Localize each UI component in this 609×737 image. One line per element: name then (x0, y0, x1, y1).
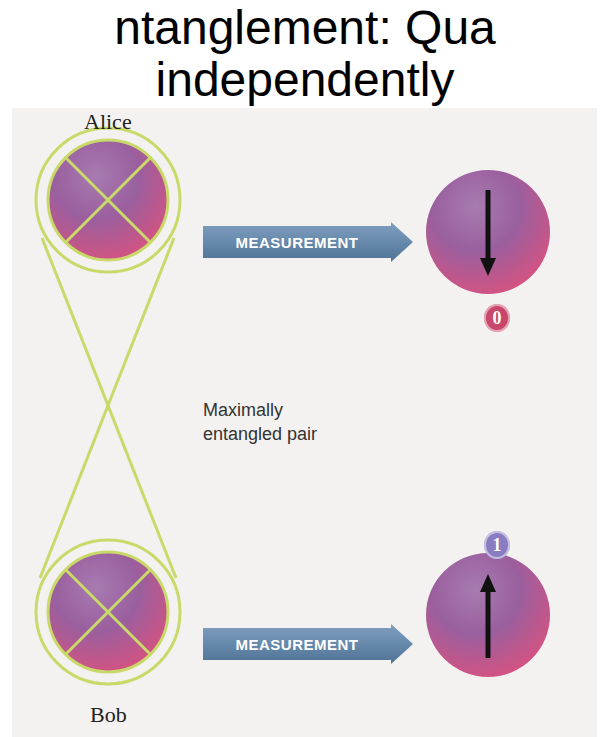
measurement-arrow: MEASUREMENT (203, 222, 413, 262)
arrow-body (203, 624, 413, 664)
slide-title: ntanglement: Qua independently (80, 2, 530, 106)
result-token: 1 (484, 531, 510, 559)
bob-particle (36, 540, 180, 684)
result-bit: 1 (493, 535, 502, 556)
arrow-body (203, 222, 413, 262)
result-bit: 0 (493, 308, 502, 329)
person-label: Bob (90, 702, 127, 728)
alice-particle (36, 128, 180, 272)
measured-particle-down (426, 170, 550, 294)
picture-ground (12, 108, 597, 737)
pair-caption: Maximally entangled pair (203, 398, 363, 446)
person-label: Alice (84, 109, 132, 135)
measured-particle-up (426, 553, 550, 677)
arrow-label: MEASUREMENT (235, 234, 358, 251)
result-token: 0 (484, 304, 510, 332)
entanglement-loop (40, 238, 176, 578)
arrow-label: MEASUREMENT (235, 636, 358, 653)
measurement-arrow: MEASUREMENT (203, 624, 413, 664)
